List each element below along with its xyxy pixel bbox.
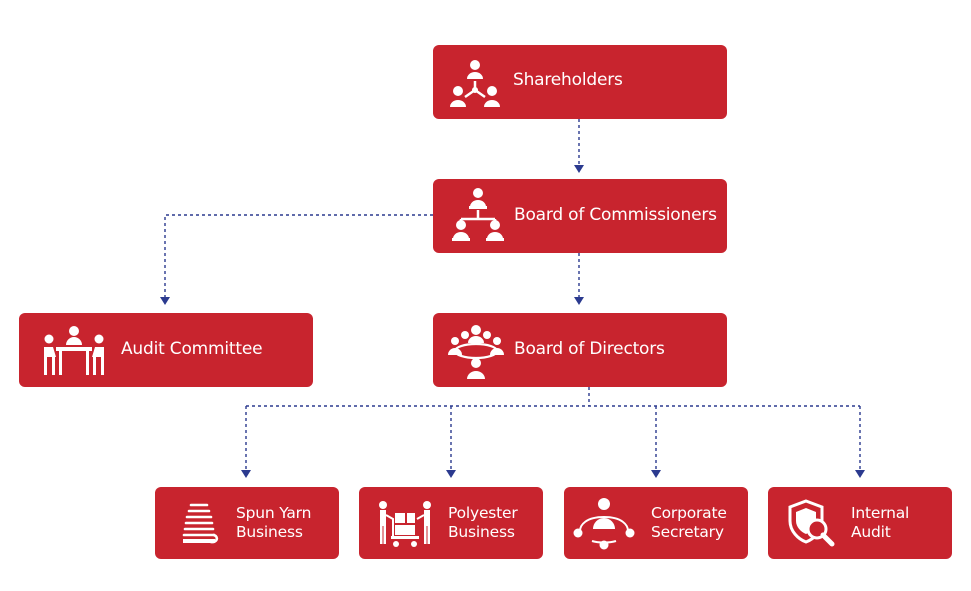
audit-committee-label: Audit Committee [121, 339, 263, 359]
board-of-directors-label: Board of Directors [514, 339, 665, 359]
shareholders-network-icon [450, 60, 500, 107]
arrowhead [446, 470, 456, 478]
arrowhead [574, 165, 584, 173]
polyester-business-label: Polyester Business [448, 504, 518, 542]
corporate-secretary-line1: Corporate [651, 504, 727, 522]
hand-cart-icon [379, 501, 431, 547]
internal-audit-line2: Audit [851, 523, 891, 541]
shield-magnifier-icon [788, 499, 835, 547]
polyester-line2: Business [448, 523, 515, 541]
polyester-business-box: Polyester Business [359, 487, 543, 559]
corporate-secretary-line2: Secretary [651, 523, 724, 541]
connector-commissioners-audit-committee [164, 214, 433, 297]
spun-yarn-line2: Business [236, 523, 303, 541]
arrowhead [160, 297, 170, 305]
internal-audit-line1: Internal [851, 504, 910, 522]
committee-meeting-icon [44, 326, 104, 375]
corporate-secretary-label: Corporate Secretary [651, 504, 727, 542]
arrowhead [855, 470, 865, 478]
arrowhead [574, 297, 584, 305]
yarn-spool-icon [182, 503, 219, 544]
internal-audit-box: Internal Audit [768, 487, 952, 559]
board-of-commissioners-box: Board of Commissioners [433, 179, 727, 253]
spun-yarn-business-label: Spun Yarn Business [236, 504, 311, 542]
spun-yarn-business-box: Spun Yarn Business [155, 487, 339, 559]
polyester-line1: Polyester [448, 504, 518, 522]
spun-yarn-line1: Spun Yarn [236, 504, 312, 522]
board-of-directors-box: Board of Directors [433, 313, 727, 387]
board-hierarchy-icon [452, 188, 504, 241]
secretary-network-icon [573, 498, 635, 550]
audit-committee-box: Audit Committee [19, 313, 313, 387]
connector-directors-bus [246, 387, 860, 407]
arrowhead [241, 470, 251, 478]
corporate-secretary-box: Corporate Secretary [564, 487, 748, 559]
arrowhead [651, 470, 661, 478]
meeting-table-icon [448, 325, 504, 379]
shareholders-label: Shareholders [513, 70, 623, 90]
board-of-commissioners-label: Board of Commissioners [514, 205, 717, 225]
shareholders-box: Shareholders [433, 45, 727, 119]
internal-audit-label: Internal Audit [851, 504, 909, 542]
